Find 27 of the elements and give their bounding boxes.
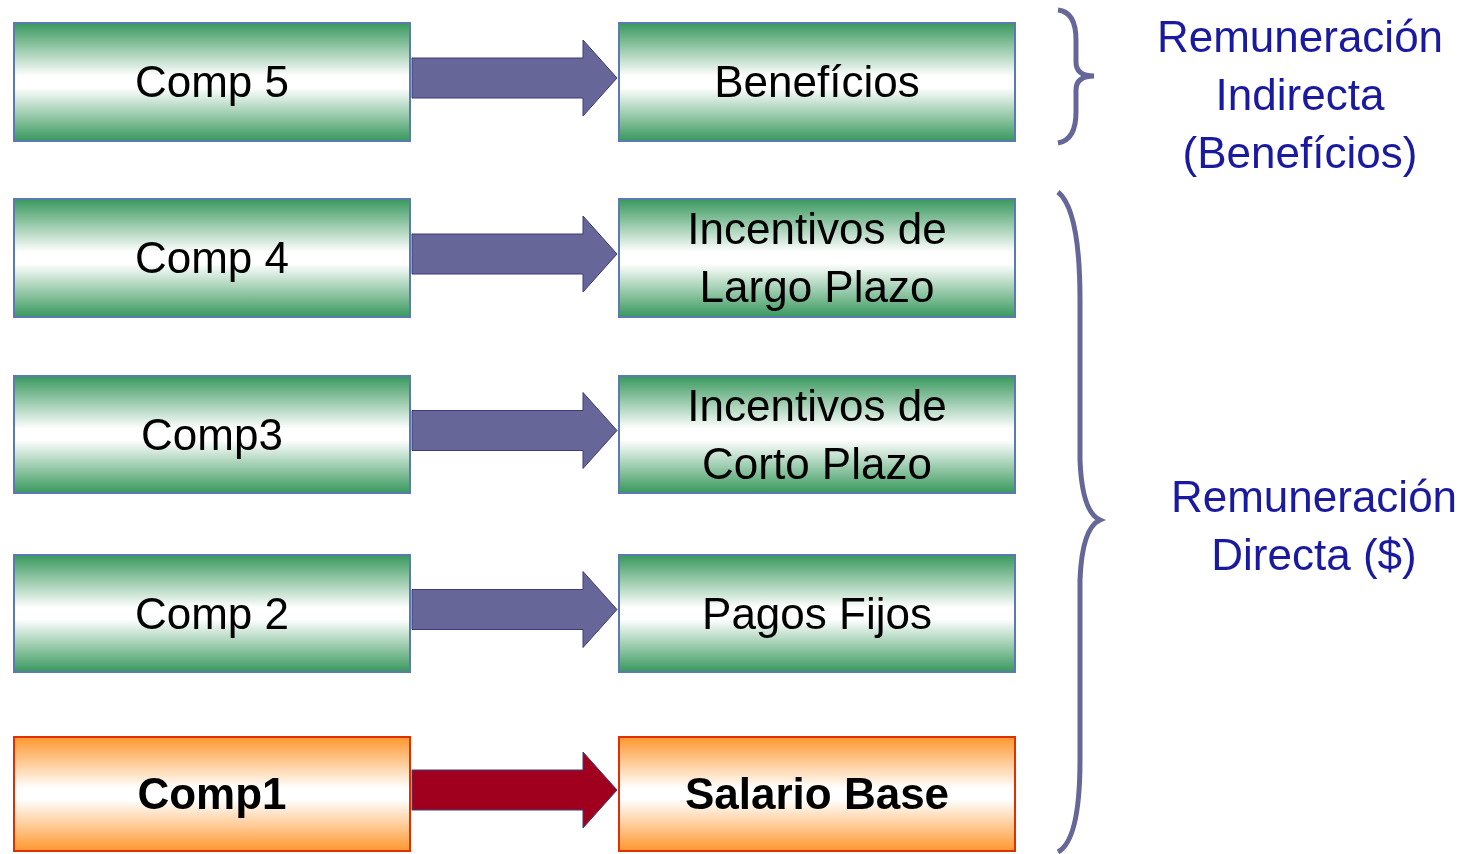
gradient-box	[13, 198, 411, 318]
category-label: Remuneración Indirecta (Benefícios)	[1155, 11, 1445, 179]
gradient-box	[618, 198, 1016, 318]
block-arrow	[411, 215, 618, 293]
box-label: Comp 2	[134, 587, 290, 640]
box-label: Comp3	[141, 408, 283, 461]
gradient-box	[618, 22, 1016, 142]
box-label: Salario Base	[684, 768, 950, 820]
box-label: Incentivos de Largo Plazo	[686, 203, 948, 313]
box-label: Comp 5	[134, 56, 290, 108]
gradient-box	[13, 554, 411, 673]
category-label: Remuneración Directa ($)	[1169, 471, 1459, 581]
box-label: Pagos Fijos	[702, 587, 932, 640]
gradient-box	[618, 554, 1016, 673]
gradient-box	[618, 736, 1016, 852]
box-label: Comp1	[137, 768, 287, 820]
block-arrow	[411, 571, 618, 648]
gradient-box	[618, 375, 1016, 494]
block-arrow	[411, 39, 618, 117]
block-arrow	[411, 751, 618, 829]
gradient-box	[13, 736, 411, 852]
gradient-box	[13, 22, 411, 142]
gradient-box	[13, 375, 411, 494]
box-label: Comp 4	[134, 232, 290, 284]
block-arrow	[411, 392, 618, 469]
box-label: Benefícios	[714, 56, 920, 108]
box-label: Incentivos de Corto Plazo	[686, 379, 948, 490]
